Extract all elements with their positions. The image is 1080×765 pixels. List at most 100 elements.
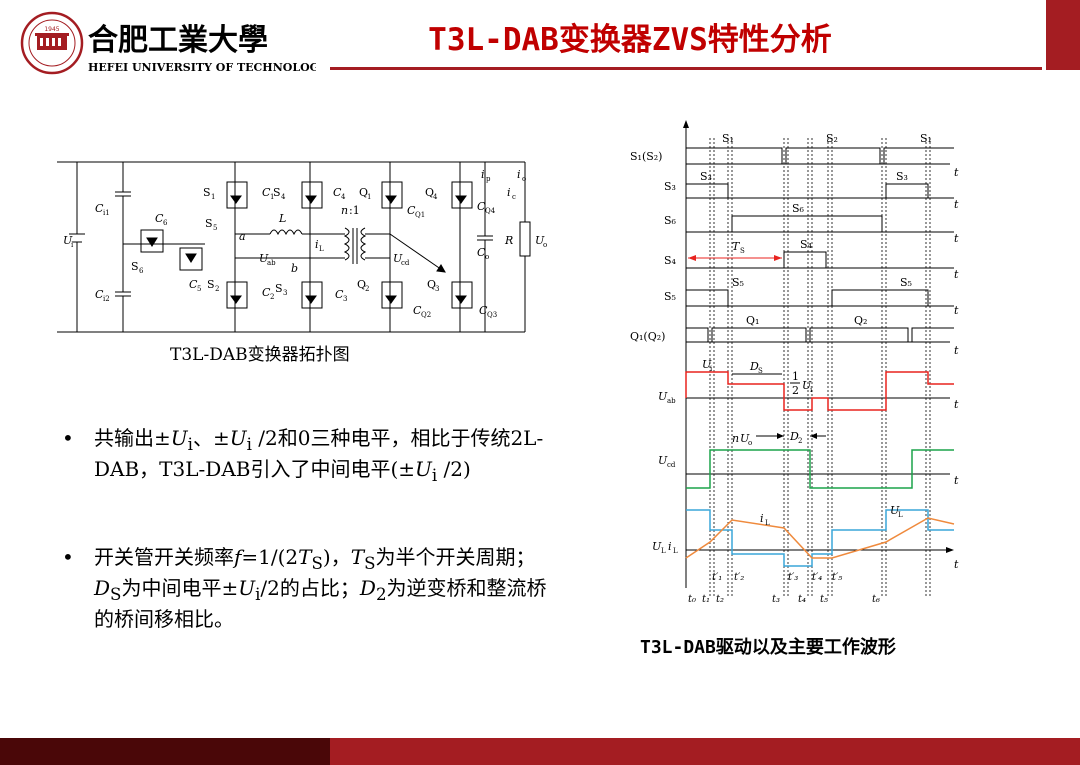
svg-text:2: 2 bbox=[365, 285, 369, 293]
svg-text:C: C bbox=[413, 304, 422, 317]
svg-text:S₁: S₁ bbox=[920, 132, 932, 145]
footer-bar-dark bbox=[0, 738, 330, 765]
svg-text:t₂: t₂ bbox=[716, 594, 724, 605]
svg-text:S: S bbox=[740, 247, 745, 255]
row-s3: S₃ S₃ S₃ t bbox=[664, 170, 959, 211]
svg-text:i: i bbox=[315, 238, 319, 251]
svg-text:i: i bbox=[760, 512, 764, 525]
svg-text:t: t bbox=[954, 268, 959, 281]
label-q4: Q4 bbox=[425, 186, 438, 201]
svg-text:t: t bbox=[954, 232, 959, 245]
svg-text:t: t bbox=[954, 558, 959, 571]
svg-text:U: U bbox=[63, 234, 73, 247]
footer-bar-red bbox=[330, 738, 1080, 765]
svg-text:t: t bbox=[954, 166, 959, 179]
label-node-b: b bbox=[291, 262, 298, 275]
svg-text:Q3: Q3 bbox=[487, 311, 497, 319]
svg-text:S: S bbox=[131, 260, 139, 273]
svg-text:Q: Q bbox=[357, 278, 366, 291]
svg-text:Q: Q bbox=[425, 186, 434, 199]
svg-text:S: S bbox=[203, 186, 211, 199]
time-labels: t′₁ t′₂ t′₃ t′₄ t′₅ t₀ t₁ t₂ t₃ t₄ t₅ t₆ bbox=[688, 572, 880, 605]
svg-text:S₁(S₂): S₁(S₂) bbox=[630, 150, 662, 163]
row-s6: S₆ S₆ t bbox=[664, 202, 959, 245]
svg-text:Q: Q bbox=[427, 278, 436, 291]
svg-text:cd: cd bbox=[401, 259, 410, 267]
svg-text:p: p bbox=[486, 175, 491, 183]
svg-text:3: 3 bbox=[283, 289, 287, 297]
svg-text:S₆: S₆ bbox=[792, 202, 805, 215]
svg-text:U: U bbox=[802, 379, 812, 392]
svg-text:1: 1 bbox=[367, 193, 371, 201]
svg-text::1: :1 bbox=[349, 204, 360, 217]
row-s1s2: S₁(S₂) S₁ S₂ S₁ t bbox=[630, 132, 959, 179]
svg-text:4: 4 bbox=[433, 193, 438, 201]
svg-text:C: C bbox=[335, 288, 344, 301]
svg-text:o: o bbox=[748, 439, 752, 447]
svg-text:Q4: Q4 bbox=[485, 207, 496, 215]
row-s5: S₅ S₅ S₅ t bbox=[664, 276, 959, 317]
svg-text:S₃: S₃ bbox=[896, 170, 908, 183]
label-ui: Ui bbox=[63, 234, 74, 249]
svg-text:1: 1 bbox=[792, 370, 799, 383]
svg-text:t₁: t₁ bbox=[702, 594, 710, 605]
svg-text:c: c bbox=[512, 193, 516, 201]
svg-text:2: 2 bbox=[215, 285, 219, 293]
svg-text:S₂: S₂ bbox=[826, 132, 838, 145]
svg-text:L: L bbox=[673, 547, 678, 555]
svg-text:L: L bbox=[278, 212, 286, 225]
svg-text:i: i bbox=[481, 168, 485, 181]
svg-text:U: U bbox=[658, 390, 668, 403]
svg-text:C: C bbox=[155, 212, 164, 225]
svg-text:Q₂: Q₂ bbox=[854, 314, 867, 327]
time-markers bbox=[709, 138, 931, 598]
svg-text:t₀: t₀ bbox=[688, 594, 696, 605]
svg-text:S₃: S₃ bbox=[664, 180, 676, 193]
svg-text:i: i bbox=[517, 168, 521, 181]
label-r: R bbox=[504, 234, 513, 247]
bullet-output-levels: •共输出±Ui、±Ui /2和0三种电平，相比于传统2L-DAB，T3L-DAB… bbox=[62, 426, 544, 485]
svg-text:t: t bbox=[954, 304, 959, 317]
svg-text:o: o bbox=[485, 253, 489, 261]
svg-text:t₆: t₆ bbox=[872, 594, 880, 605]
svg-text:C: C bbox=[479, 304, 488, 317]
svg-text:i1: i1 bbox=[103, 209, 110, 217]
svg-text:1945: 1945 bbox=[44, 26, 59, 33]
svg-text:5: 5 bbox=[197, 285, 201, 293]
svg-text:t: t bbox=[954, 398, 959, 411]
svg-text:U: U bbox=[652, 540, 662, 553]
label-q1: Q1 bbox=[359, 186, 371, 201]
bullet-list: •共输出±Ui、±Ui /2和0三种电平，相比于传统2L-DAB，T3L-DAB… bbox=[62, 426, 562, 632]
svg-text:o: o bbox=[543, 241, 547, 249]
svg-text:S₅: S₅ bbox=[664, 290, 676, 303]
label-ucd: Ucd bbox=[393, 252, 410, 267]
university-name-cn: 合肥工業大學 bbox=[88, 23, 268, 58]
corner-accent bbox=[1046, 0, 1080, 70]
svg-text:6: 6 bbox=[163, 219, 168, 227]
svg-text:6: 6 bbox=[139, 267, 144, 275]
svg-text:U: U bbox=[658, 454, 668, 467]
label-inductor: L bbox=[278, 212, 286, 225]
svg-text:C: C bbox=[189, 278, 198, 291]
svg-text:S₄: S₄ bbox=[800, 238, 813, 251]
svg-text:C: C bbox=[407, 204, 416, 217]
svg-text:i: i bbox=[710, 365, 713, 373]
svg-text:b: b bbox=[291, 262, 298, 275]
svg-text:n: n bbox=[341, 204, 348, 217]
svg-text:1: 1 bbox=[270, 193, 274, 201]
label-ratio: n:1 bbox=[341, 204, 360, 217]
svg-text:t′₂: t′₂ bbox=[734, 572, 744, 583]
svg-text:t₃: t₃ bbox=[772, 594, 780, 605]
waveform-caption: T3L-DAB驱动以及主要工作波形 bbox=[640, 637, 896, 658]
